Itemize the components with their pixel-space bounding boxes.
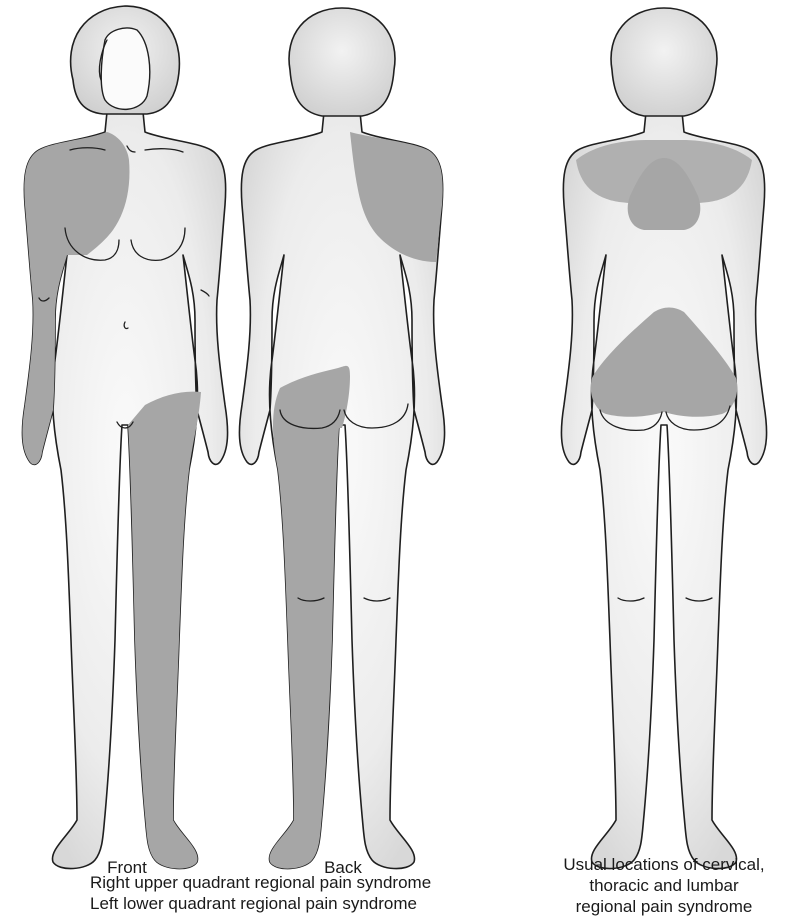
left-caption-line-2: Left lower quadrant regional pain syndro… xyxy=(90,893,510,914)
right-caption-line-1: Usual locations of cervical, xyxy=(534,854,794,875)
right-caption-line-3: regional pain syndrome xyxy=(534,896,794,917)
left-caption: Right upper quadrant regional pain syndr… xyxy=(90,872,510,914)
front-figure xyxy=(22,6,227,869)
left-caption-line-1: Right upper quadrant regional pain syndr… xyxy=(90,872,510,893)
pain-region-left-lower-quadrant-back xyxy=(269,366,350,869)
right-caption-line-2: thoracic and lumbar xyxy=(534,875,794,896)
right-caption: Usual locations of cervical, thoracic an… xyxy=(534,854,794,917)
back-figure xyxy=(239,8,444,869)
usual-locations-figure xyxy=(561,8,766,869)
